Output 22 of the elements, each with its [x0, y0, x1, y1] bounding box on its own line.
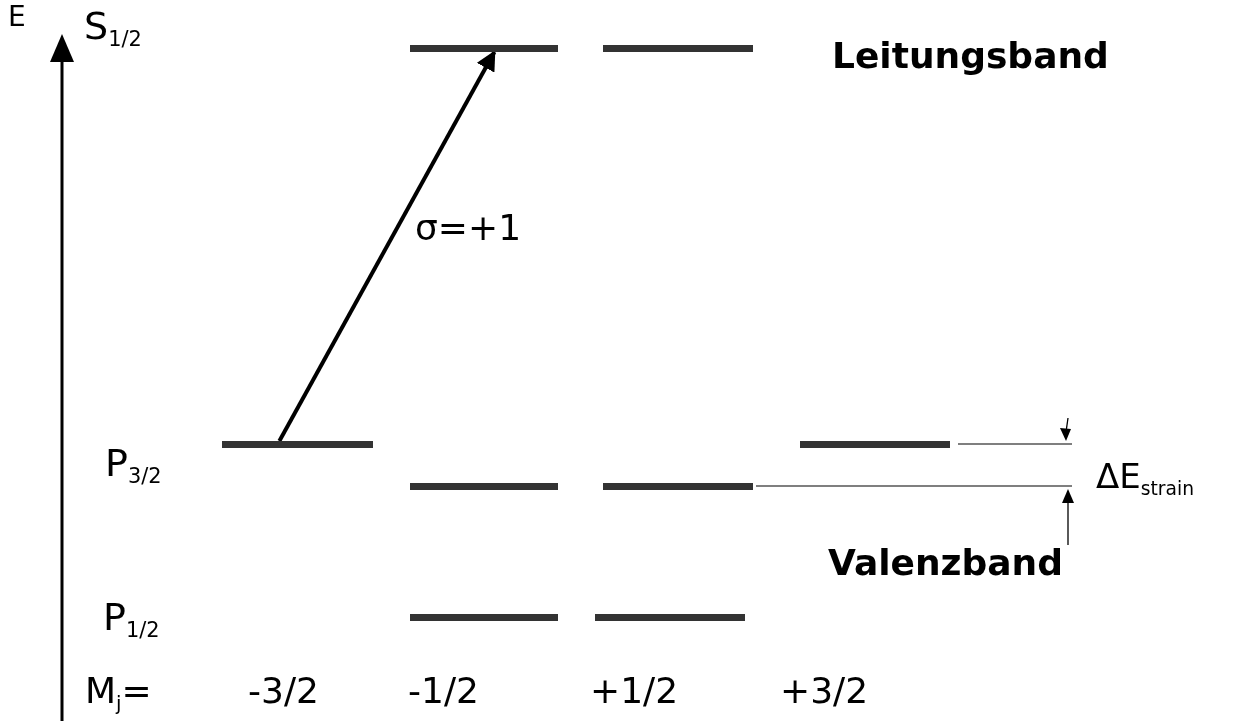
quantum-number-value: +3/2 [780, 671, 869, 711]
state-label: S$_{1/2}$ [84, 6, 142, 52]
energy-level-bar [410, 45, 558, 52]
transition-arrow [277, 50, 497, 442]
energy-level-bar [410, 483, 558, 490]
state-label: P$_{3/2}$ [105, 443, 162, 489]
energy-level-bar [222, 441, 373, 448]
axis-label: E [8, 2, 26, 33]
energy-level-bar [595, 614, 745, 621]
quantum-number-value: -1/2 [408, 671, 479, 711]
quantum-number-value: -3/2 [248, 671, 319, 711]
energy-level-bar [603, 45, 753, 52]
quantum-number-value: +1/2 [590, 671, 679, 711]
band-label: Leitungsband [832, 36, 1109, 76]
energy-level-bar [800, 441, 950, 448]
quantum-number-label: M$_{j}$= [85, 671, 152, 715]
energy-level-bar [603, 483, 753, 490]
energy-level-bar [410, 614, 558, 621]
band-label: Valenzband [828, 543, 1063, 583]
energy-splitting-label: ΔE$_{strain}$ [1096, 458, 1194, 500]
state-label: P$_{1/2}$ [103, 597, 160, 643]
edge-label: σ=+1 [415, 208, 522, 248]
